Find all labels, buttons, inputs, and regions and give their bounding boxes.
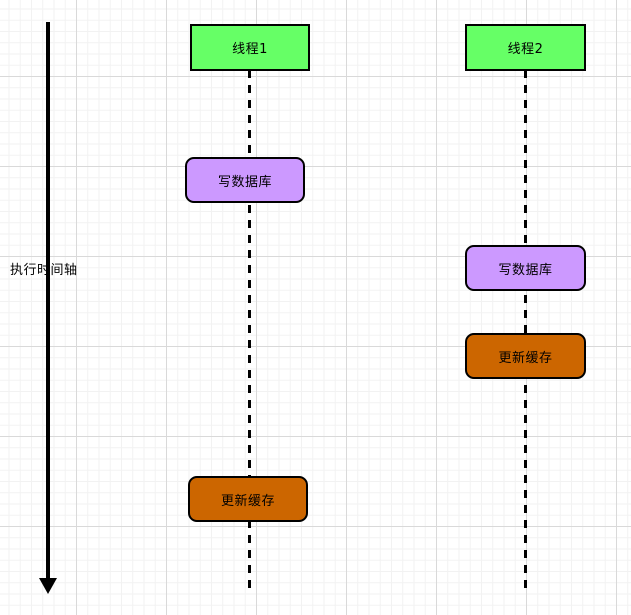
arrow-down-icon [39,578,57,594]
actor-box-thread1[interactable]: 线程1 [190,24,310,71]
lifeline-thread2 [524,70,527,591]
step-box-thread1-update-cache[interactable]: 更新缓存 [188,476,308,522]
step-box-thread2-update-cache[interactable]: 更新缓存 [465,333,586,379]
step-box-thread1-write-db[interactable]: 写数据库 [185,157,305,203]
timeline-axis-line [46,22,50,580]
step-box-thread2-write-db[interactable]: 写数据库 [465,245,586,291]
timeline-axis-label: 执行时间轴 [10,263,78,278]
lifeline-thread1 [248,70,251,591]
actor-box-thread2[interactable]: 线程2 [465,24,586,71]
